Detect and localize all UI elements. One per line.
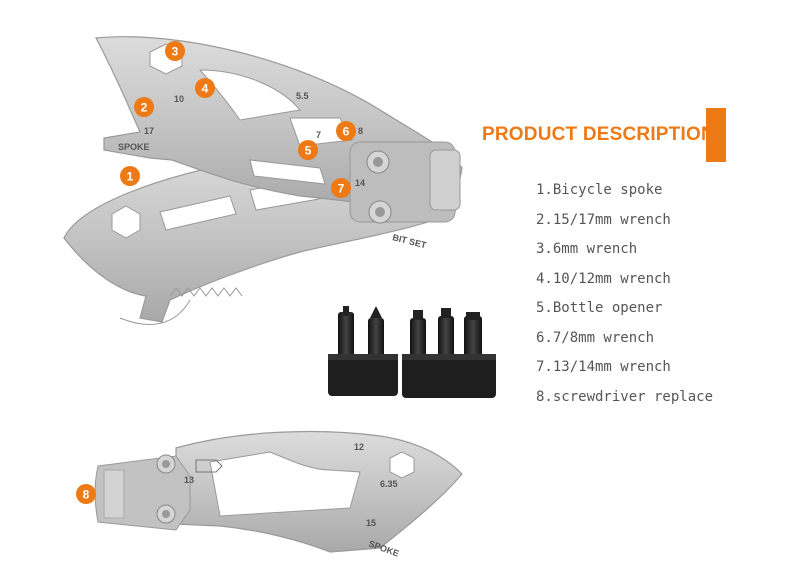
feature-item: 1.Bicycle spoke bbox=[536, 182, 663, 198]
title-accent-bar bbox=[706, 108, 726, 162]
svg-text:8: 8 bbox=[83, 488, 90, 502]
svg-text:1: 1 bbox=[127, 170, 134, 184]
engraving-8: 8 bbox=[358, 126, 363, 136]
bit bbox=[368, 306, 384, 358]
feature-item: 4.10/12mm wrench bbox=[536, 270, 671, 287]
feature-item: 2.15/17mm wrench bbox=[536, 211, 671, 228]
engraving-10: 10 bbox=[174, 94, 184, 104]
engraving-spoke: SPOKE bbox=[118, 142, 150, 152]
bit bbox=[410, 310, 426, 358]
bit-holder-right bbox=[402, 354, 496, 398]
badge-6: 6 bbox=[336, 121, 356, 141]
feature-item: 8.screwdriver replace bbox=[536, 388, 714, 405]
engraving-14: 14 bbox=[355, 178, 365, 188]
feature-item: 7.13/14mm wrench bbox=[536, 359, 671, 375]
badge-5: 5 bbox=[298, 140, 318, 160]
callout-badges: 1 2 3 4 5 6 7 8 bbox=[76, 41, 356, 504]
section-title: PRODUCT DESCRIPTION bbox=[482, 124, 715, 145]
feature-item: 5.Bottle opener bbox=[536, 300, 663, 316]
engraving-bit-set: BIT SET bbox=[392, 232, 428, 250]
feature-item: 6.7/8mm wrench bbox=[536, 329, 655, 346]
svg-text:2: 2 bbox=[141, 101, 148, 115]
bit bbox=[338, 306, 354, 358]
multitool-closed: 13 12 6.35 15 SPOKE bbox=[94, 430, 463, 559]
badge-3: 3 bbox=[165, 41, 185, 61]
engraving-15: 15 bbox=[366, 518, 376, 528]
bit bbox=[464, 312, 482, 358]
svg-text:4: 4 bbox=[202, 82, 209, 96]
badge-7: 7 bbox=[331, 178, 351, 198]
badge-8: 8 bbox=[76, 484, 96, 504]
badge-2: 2 bbox=[134, 97, 154, 117]
engraving-7: 7 bbox=[316, 130, 321, 140]
screwdriver-bit-set bbox=[328, 306, 496, 398]
bit-holder-left bbox=[328, 354, 398, 396]
svg-text:5: 5 bbox=[305, 144, 312, 158]
svg-text:7: 7 bbox=[338, 182, 345, 196]
feature-item: 3.6mm wrench bbox=[536, 241, 638, 257]
engraving-12: 12 bbox=[354, 442, 364, 452]
feature-list: 1.Bicycle spoke 2.15/17mm wrench 3.6mm w… bbox=[536, 176, 713, 412]
badge-1: 1 bbox=[120, 166, 140, 186]
multitool-open: SPOKE 17 10 5.5 7 8 14 BIT SET bbox=[63, 36, 463, 325]
engraving-6-35: 6.35 bbox=[380, 479, 398, 489]
svg-text:3: 3 bbox=[172, 45, 179, 59]
section-header: PRODUCT DESCRIPTION bbox=[470, 108, 728, 162]
engraving-13: 13 bbox=[184, 475, 194, 485]
badge-4: 4 bbox=[195, 78, 215, 98]
engraving-17: 17 bbox=[144, 126, 154, 136]
svg-text:6: 6 bbox=[343, 125, 350, 139]
engraving-5-5: 5.5 bbox=[296, 91, 309, 101]
bit bbox=[438, 308, 454, 358]
